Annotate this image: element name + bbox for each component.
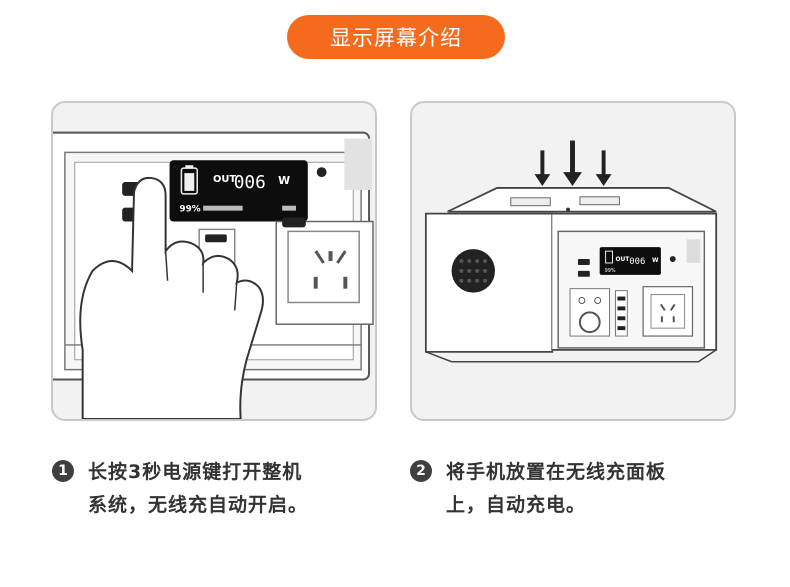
display-label: OUT bbox=[615, 257, 629, 263]
illustration-power-button: OUT 006 W 99% bbox=[51, 101, 377, 421]
step-1-line-2: 系统，无线充自动开启。 bbox=[88, 494, 309, 516]
battery-percent: 99% bbox=[179, 205, 200, 215]
section-title: 显示屏幕介绍 bbox=[330, 26, 462, 50]
step-number-badge: 1 bbox=[52, 460, 74, 482]
battery-icon bbox=[180, 165, 198, 195]
battery-percent: 99% bbox=[605, 268, 616, 274]
step-1-line-1: 长按3秒电源键打开整机 bbox=[88, 461, 303, 483]
step-number-badge: 2 bbox=[410, 460, 432, 482]
step-2-text: 将手机放置在无线充面板 上，自动充电。 bbox=[446, 456, 666, 522]
power-button-illustration: OUT 006 W 99% bbox=[53, 131, 374, 419]
wireless-charging-illustration: OUT 006 W 99% bbox=[424, 140, 718, 363]
section-title-pill: 显示屏幕介绍 bbox=[287, 15, 505, 59]
illustration-wireless-charging: OUT 006 W 99% bbox=[410, 101, 736, 421]
display-value: 006 bbox=[629, 257, 645, 267]
display-unit: W bbox=[652, 258, 659, 264]
down-arrow-icon bbox=[534, 140, 612, 186]
hand-icon bbox=[79, 176, 264, 419]
ac-outlet-icon bbox=[275, 220, 374, 325]
step-2-line-1: 将手机放置在无线充面板 bbox=[446, 461, 667, 483]
display-label: OUT bbox=[213, 174, 236, 185]
step-1: 1 长按3秒电源键打开整机 系统，无线充自动开启。 bbox=[52, 456, 382, 522]
display-value: 006 bbox=[234, 173, 266, 193]
display-unit: W bbox=[278, 174, 290, 187]
step-1-text: 长按3秒电源键打开整机 系统，无线充自动开启。 bbox=[88, 456, 308, 522]
display-screen bbox=[599, 247, 661, 275]
step-2-line-2: 上，自动充电。 bbox=[446, 494, 587, 516]
step-2: 2 将手机放置在无线充面板 上，自动充电。 bbox=[410, 456, 750, 522]
